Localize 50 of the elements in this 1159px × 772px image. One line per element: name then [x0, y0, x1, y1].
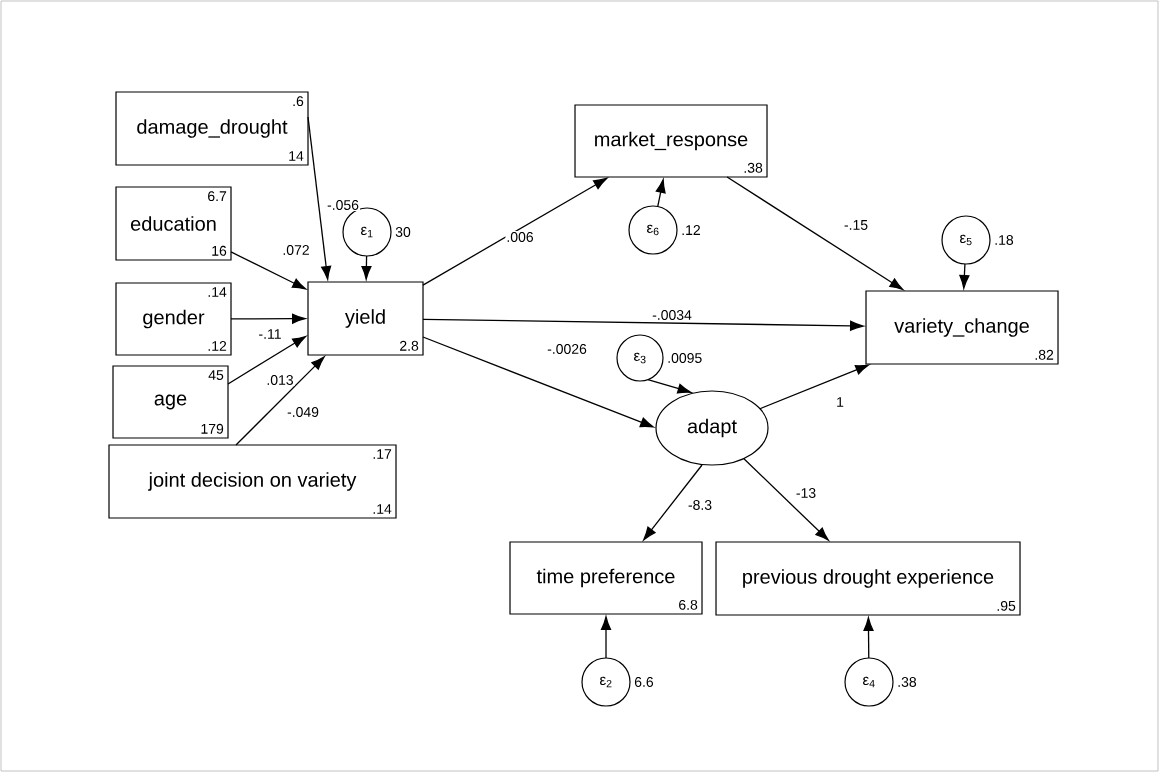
variance-value: 14: [289, 151, 304, 161]
mean-value: 45: [208, 370, 224, 380]
variance-value: 2.8: [400, 340, 419, 351]
edge-label: -.0034: [651, 309, 693, 321]
arrow: [743, 457, 829, 541]
arrow: [643, 464, 703, 541]
arrow: [361, 255, 372, 280]
variance-value: 6.8: [679, 599, 698, 610]
arrow: [235, 356, 325, 446]
edge-label: .006: [505, 231, 535, 243]
arrow: [230, 313, 306, 324]
variance-value: .95: [997, 600, 1016, 611]
edge-label: -.11: [257, 328, 283, 340]
mean-value: .6: [293, 96, 304, 107]
edge-label: -.0026: [546, 343, 588, 355]
mean-value: .14: [208, 287, 227, 297]
arrow: [307, 116, 332, 280]
edge-label: -8.3: [686, 499, 714, 511]
edge-label: 1: [835, 396, 845, 408]
arrow: [227, 335, 307, 385]
arrow: [647, 378, 692, 394]
variance-value: .12: [208, 341, 227, 351]
variance-value: 30: [395, 227, 411, 237]
arrow: [759, 364, 870, 410]
variance-value: .82: [1035, 349, 1054, 360]
mean-value: .17: [373, 449, 392, 459]
variance-value: .18: [995, 235, 1014, 245]
edge-label: -13: [794, 487, 818, 499]
variance-value: .38: [744, 162, 763, 173]
variance-value: 16: [212, 245, 227, 256]
edge-label: .072: [281, 244, 311, 256]
variance-value: 6.6: [634, 677, 654, 687]
arrow: [655, 179, 666, 208]
edge-label: -.049: [286, 406, 320, 418]
variance-value: .12: [682, 225, 700, 235]
edge-label: .013: [265, 374, 295, 386]
arrow: [422, 318, 864, 331]
variance-value: .14: [373, 504, 392, 514]
arrow: [422, 336, 654, 428]
arrow: [600, 616, 612, 659]
edge-label: -.15: [842, 219, 870, 231]
arrow: [863, 617, 874, 659]
arrow: [422, 177, 608, 286]
variance-value: .38: [898, 677, 917, 687]
arrow: [726, 176, 904, 291]
variance-value: .0095: [668, 353, 702, 363]
mean-value: 6.7: [208, 191, 227, 202]
arrow: [230, 251, 307, 290]
arrow: [959, 263, 970, 289]
variance-value: 179: [201, 423, 224, 434]
